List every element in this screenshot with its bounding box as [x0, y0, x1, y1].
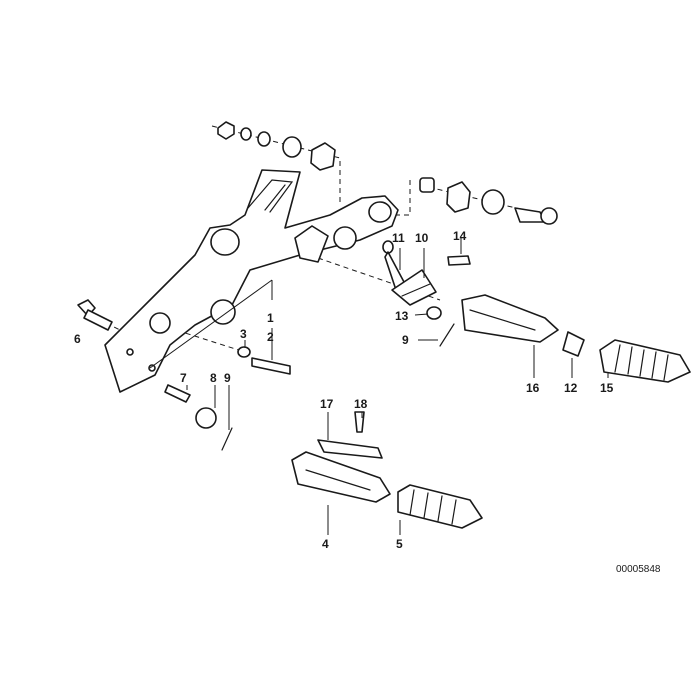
callout-14: 14	[453, 229, 467, 243]
pad-washer	[562, 331, 585, 357]
cotter-pins	[221, 323, 455, 451]
callout-6: 6	[74, 332, 81, 346]
callout-16: 16	[526, 381, 540, 395]
callout-7: 7	[180, 371, 187, 385]
upper-mounting-hardware	[217, 121, 558, 225]
callout-9b: 9	[402, 333, 409, 347]
callout-15: 15	[600, 381, 614, 395]
callout-1: 1	[267, 311, 274, 325]
callout-3: 3	[240, 327, 247, 341]
callout-8: 8	[210, 371, 217, 385]
leader-lines	[149, 238, 609, 535]
footrest-bracket	[104, 169, 399, 393]
callout-17: 17	[320, 397, 334, 411]
rear-rubber-pad	[599, 339, 691, 383]
front-footrest	[291, 411, 391, 503]
front-rubber-pad	[397, 484, 483, 529]
callout-5: 5	[396, 537, 403, 551]
drawing-number: 00005848	[616, 564, 661, 575]
callout-labels: 1 2 3 4 5 6 7 8 9 9 10 11 12 13 14 15 16…	[74, 229, 614, 551]
callout-13: 13	[395, 309, 409, 323]
callout-4: 4	[322, 537, 329, 551]
callout-12: 12	[564, 381, 578, 395]
small-hardware	[77, 299, 291, 429]
callout-10: 10	[415, 231, 429, 245]
lever-assembly	[382, 240, 471, 320]
callout-18: 18	[354, 397, 368, 411]
callout-11: 11	[392, 231, 405, 245]
callout-2: 2	[267, 330, 274, 344]
callout-9a: 9	[224, 371, 231, 385]
rear-footrest	[461, 294, 559, 343]
